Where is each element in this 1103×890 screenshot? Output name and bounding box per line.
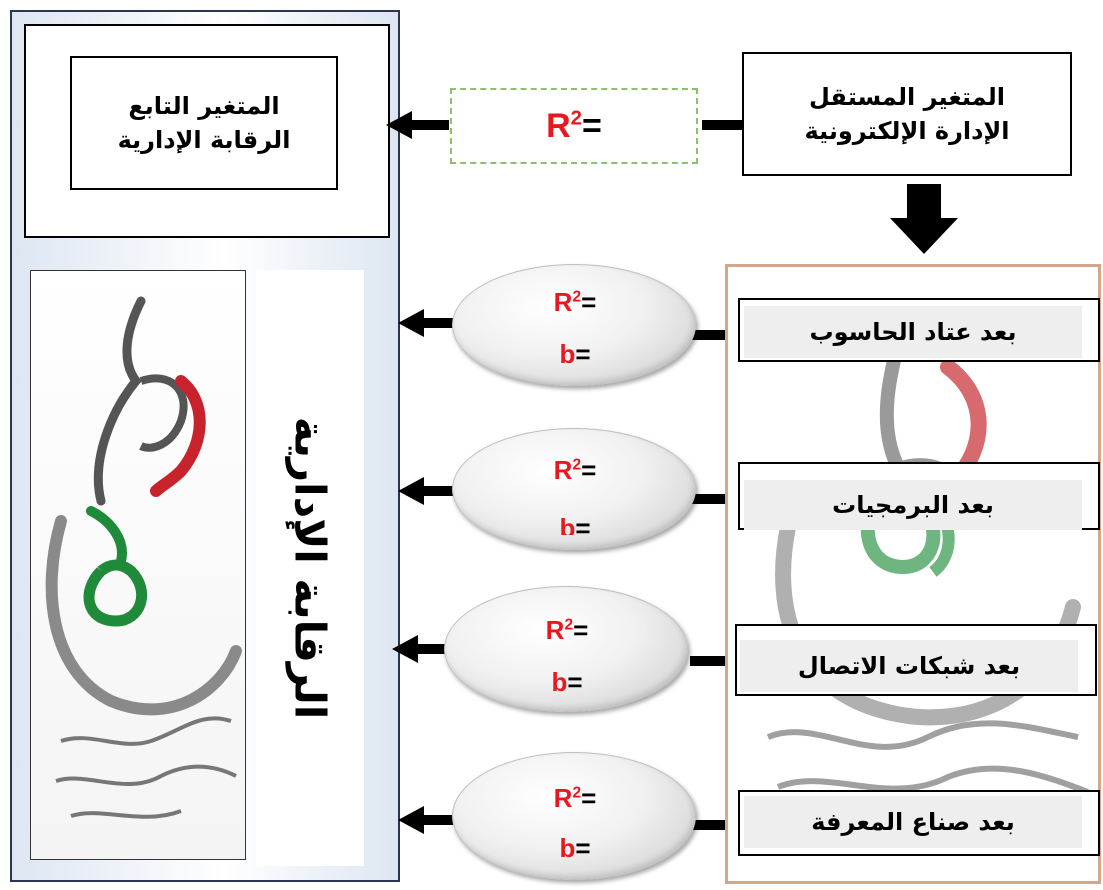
main-r2-box: R2= [450, 88, 698, 164]
dependent-variable-box: المتغير التابع الرقابة الإدارية [70, 56, 338, 190]
dimension-2-label: بعد البرمجيات [744, 480, 1082, 530]
dependent-variable-title: المتغير التابع [128, 92, 280, 120]
dimension-2-arrow [398, 477, 742, 505]
dimension-3-arrow [392, 635, 742, 666]
dimension-4-r2: R2= [553, 783, 597, 813]
dimension-3-r2: R2= [545, 615, 589, 645]
dimension-2-r2: R2= [553, 455, 597, 485]
dimension-1-ellipse: R2= b= [452, 264, 696, 386]
independent-variable-name: الإدارة الإلكترونية [804, 117, 1010, 145]
dimension-3-ellipse: R2= b= [444, 586, 688, 712]
main-connector-line [702, 120, 742, 130]
down-arrow-head [890, 218, 958, 254]
dependent-variable-name: الرقابة الإدارية [117, 126, 291, 154]
main-r2-value: R2= [546, 106, 602, 145]
independent-variable-box: المتغير المستقل الإدارة الإلكترونية [742, 52, 1072, 176]
dimension-1-b: b= [559, 339, 591, 369]
dimension-2-b: b= [559, 513, 591, 535]
dimension-3-label: بعد شبكات الاتصال [740, 640, 1078, 692]
main-arrow-head [386, 111, 412, 139]
independent-variable-title: المتغير المستقل [809, 83, 1005, 111]
dimension-3-b: b= [551, 667, 583, 697]
dimension-1-arrow [398, 309, 742, 340]
dimension-4-arrow [398, 806, 742, 834]
dimension-4-ellipse: R2= b= [452, 752, 696, 880]
dimension-2-ellipse: R2= b= [452, 428, 696, 550]
down-arrow-shaft [907, 184, 941, 220]
logo-image-left [30, 270, 246, 860]
dimension-1-r2: R2= [553, 287, 597, 317]
main-arrow-shaft [405, 120, 449, 130]
dimension-4-label: بعد صناع المعرفة [744, 796, 1082, 848]
dimension-1-label: بعد عتاد الحاسوب [744, 306, 1082, 358]
dimension-4-b: b= [559, 833, 591, 863]
vertical-title-panel: الرقابة الإدارية [256, 270, 364, 866]
